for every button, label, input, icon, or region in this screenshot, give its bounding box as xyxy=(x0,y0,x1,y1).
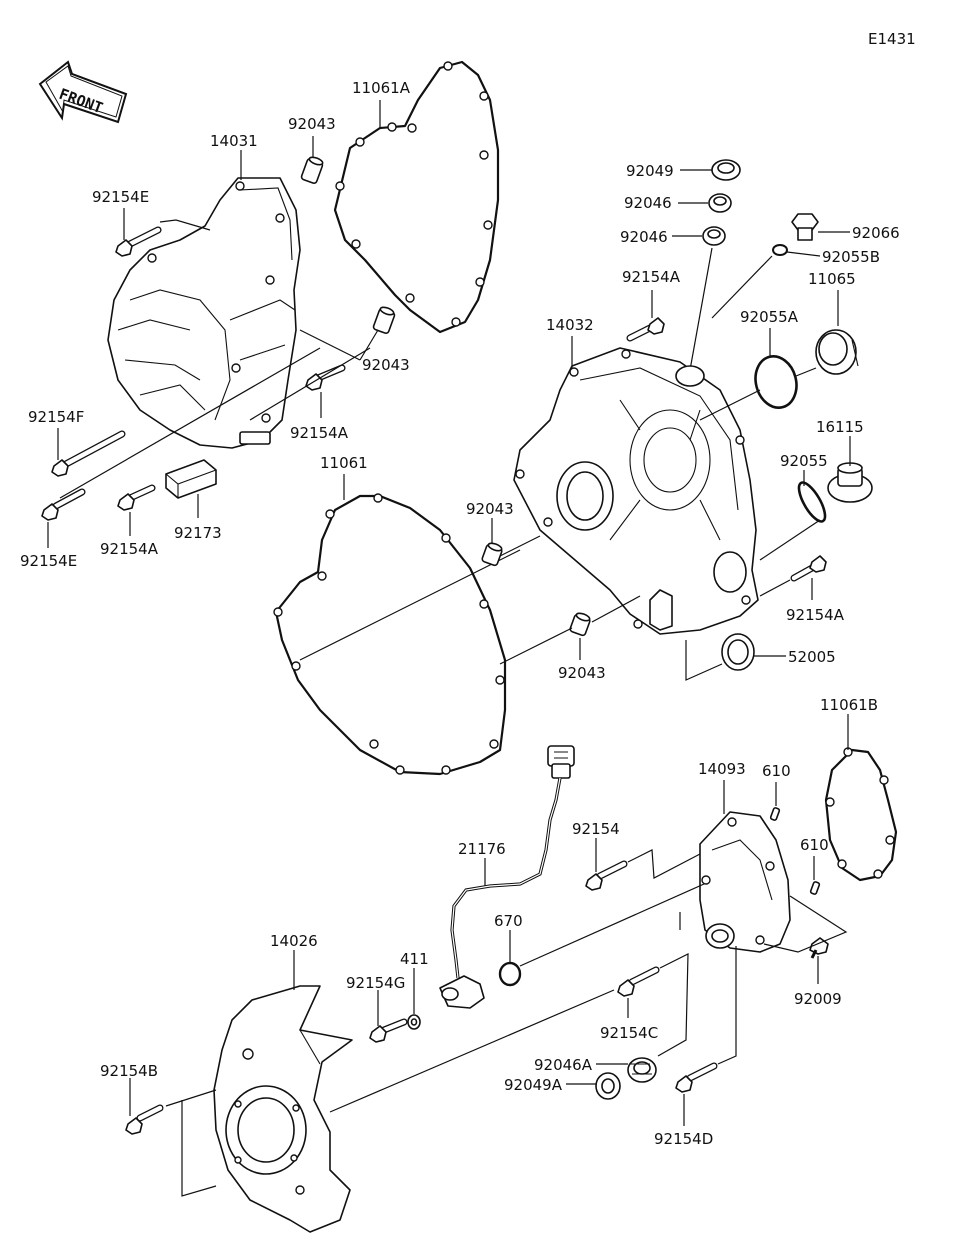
seal-52005 xyxy=(721,633,755,671)
label-14032: 14032 xyxy=(546,316,594,334)
label-92154a-left: 92154A xyxy=(290,424,349,442)
pin-610-a xyxy=(769,807,781,821)
label-92049: 92049 xyxy=(626,162,674,180)
bolt-92154a-upper xyxy=(626,317,665,342)
dowel-92043-lower xyxy=(569,612,591,637)
sensor-21176 xyxy=(439,745,575,1009)
label-92043-center: 92043 xyxy=(466,500,514,518)
dowel-92043-top xyxy=(300,156,324,185)
label-92154e-top: 92154E xyxy=(92,188,149,206)
label-92043-mid: 92043 xyxy=(362,356,410,374)
diagram-code: E1431 xyxy=(868,30,916,48)
label-11065: 11065 xyxy=(808,270,856,288)
label-92055b: 92055B xyxy=(822,248,880,266)
oring-92055b xyxy=(772,244,788,256)
label-92043-lower: 92043 xyxy=(558,664,606,682)
label-92154: 92154 xyxy=(572,820,620,838)
sprocket-cover-14026 xyxy=(213,985,353,1233)
pin-610-b xyxy=(809,881,821,895)
label-92154d: 92154D xyxy=(654,1130,713,1148)
cap-11065 xyxy=(815,329,859,375)
bolt-92154f xyxy=(51,430,126,477)
label-92046a: 92046A xyxy=(534,1056,593,1074)
oring-92055a xyxy=(754,355,798,409)
bolt-92154b xyxy=(125,1104,164,1135)
bolt-92154g xyxy=(369,1018,408,1043)
bolt-92154 xyxy=(585,860,628,891)
seal-92049 xyxy=(711,159,741,181)
label-670: 670 xyxy=(494,912,523,930)
label-92154a-upper: 92154A xyxy=(622,268,681,286)
bearing-92046a xyxy=(627,1057,657,1083)
bolt-92154c xyxy=(617,966,660,997)
label-92043-top: 92043 xyxy=(288,115,336,133)
label-14026: 14026 xyxy=(270,932,318,950)
bearing-92046-a xyxy=(708,193,732,213)
label-92154a-bottom: 92154A xyxy=(100,540,159,558)
label-610-b: 610 xyxy=(800,836,829,854)
label-92154e-bottom: 92154E xyxy=(20,552,77,570)
gasket-11061 xyxy=(273,493,507,776)
bolt-92154a-bottom xyxy=(117,484,156,511)
filler-plug-16115 xyxy=(827,462,873,503)
label-11061: 11061 xyxy=(320,454,368,472)
bearing-92046-b xyxy=(702,226,726,246)
label-92154b: 92154B xyxy=(100,1062,158,1080)
bolt-92154a-left xyxy=(305,364,346,391)
grommet-92173 xyxy=(165,459,217,499)
bolt-92154d xyxy=(675,1062,718,1093)
label-92055: 92055 xyxy=(780,452,828,470)
dowel-92043-mid xyxy=(372,306,396,335)
bolt-92154e-top xyxy=(115,226,162,257)
label-21176: 21176 xyxy=(458,840,506,858)
seal-92049a xyxy=(595,1072,621,1100)
bolt-92154e-bottom xyxy=(41,488,86,521)
label-92055a: 92055A xyxy=(740,308,799,326)
dowel-92043-center xyxy=(481,542,503,567)
label-92154a-right: 92154A xyxy=(786,606,845,624)
label-92046-b: 92046 xyxy=(620,228,668,246)
label-92066: 92066 xyxy=(852,224,900,242)
label-11061b: 11061B xyxy=(820,696,878,714)
label-52005: 52005 xyxy=(788,648,836,666)
label-92049a: 92049A xyxy=(504,1076,563,1094)
label-14093: 14093 xyxy=(698,760,746,778)
label-92154c: 92154C xyxy=(600,1024,658,1042)
label-411: 411 xyxy=(400,950,429,968)
label-92173: 92173 xyxy=(174,524,222,542)
label-92154f: 92154F xyxy=(28,408,84,426)
washer-411 xyxy=(407,1014,421,1030)
bolt-92154a-right xyxy=(790,555,827,582)
label-16115: 16115 xyxy=(816,418,864,436)
label-14031: 14031 xyxy=(210,132,258,150)
cover-14093 xyxy=(699,811,791,953)
front-arrow-icon: FRONT xyxy=(38,60,128,124)
gasket-11061b xyxy=(824,747,898,882)
oring-670 xyxy=(498,961,522,987)
label-92154g: 92154G xyxy=(346,974,405,992)
label-11061a: 11061A xyxy=(352,79,411,97)
gasket-11061a xyxy=(333,60,500,334)
label-92009: 92009 xyxy=(794,990,842,1008)
oring-92055 xyxy=(797,481,827,523)
alternator-cover-14031 xyxy=(107,177,301,449)
label-92046-a: 92046 xyxy=(624,194,672,212)
label-610-a: 610 xyxy=(762,762,791,780)
clutch-cover-14032 xyxy=(513,347,759,635)
plug-92066 xyxy=(791,213,819,241)
